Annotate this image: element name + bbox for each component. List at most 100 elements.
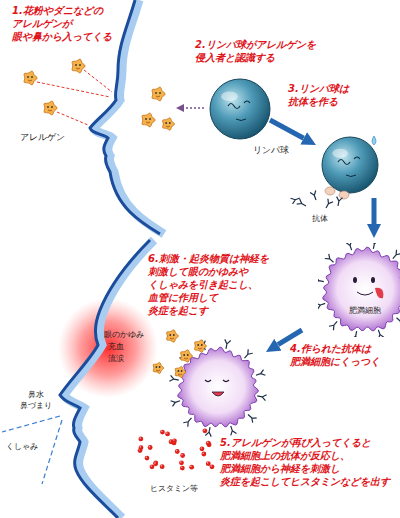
mast-cell-node: 肥満細胞 <box>298 243 400 337</box>
histamine <box>145 456 150 461</box>
text-line: 炎症を起こす <box>148 304 269 317</box>
histamine <box>189 465 194 470</box>
symptom-label: 眼のかゆみ <box>104 330 144 340</box>
symptom-label: 充血 <box>108 342 124 352</box>
text-line: 鼻づまり <box>20 401 52 411</box>
allergen <box>152 87 165 101</box>
part-label: ヒスタミン等 <box>150 484 198 494</box>
antibody <box>242 349 252 360</box>
allergen <box>142 113 155 127</box>
lymphocyte <box>322 137 378 193</box>
cell-label: 肥満細胞 <box>298 243 400 316</box>
histamine <box>169 439 174 444</box>
cell-shape <box>207 76 273 142</box>
symptom-label: 流涙 <box>108 354 124 364</box>
text-line: 血管に作用して <box>148 291 269 304</box>
allergen-path <box>57 112 88 125</box>
mast-cell <box>169 339 266 436</box>
text-line: 鼻水 <box>28 390 44 400</box>
lymphocyte <box>210 79 270 139</box>
allergen <box>24 71 37 85</box>
antibody <box>297 199 308 209</box>
lymphocyte-node: リンパ球 <box>207 76 289 158</box>
text-line: リンパ球 <box>207 145 289 156</box>
antibody <box>318 301 326 310</box>
histamine <box>160 430 165 435</box>
face-profile <box>60 240 150 518</box>
antibody <box>370 243 378 249</box>
text-line: 6.刺激・起炎物質は神経を <box>148 252 269 265</box>
text-line: 肥満細胞上の抗体が反応し、 <box>220 449 390 462</box>
histamine <box>180 466 185 471</box>
text-line: 2.リンパ球がアレルゲンを <box>195 38 316 51</box>
allergen <box>175 366 186 377</box>
text-line: 4.作られた抗体は <box>290 342 380 355</box>
text-line: 抗体 <box>312 214 328 224</box>
histamine <box>153 460 158 465</box>
histamine <box>203 428 208 433</box>
text-line: 1.花粉やダニなどの <box>12 4 112 17</box>
antibody <box>310 191 319 202</box>
cell-shape <box>318 243 400 337</box>
sweat-drop <box>372 136 376 145</box>
symptom-label: 鼻水 <box>28 390 44 400</box>
text-line: 侵入者と認識する <box>195 51 316 64</box>
histamine <box>138 436 143 441</box>
text-line: 肥満細胞から神経を刺激し <box>220 462 390 475</box>
antibody <box>394 316 400 326</box>
text-line: くしゃみを引き起こし、 <box>148 278 269 291</box>
antibody <box>352 331 360 337</box>
text-line: 3.リンパ球は <box>288 82 349 95</box>
text-line: ヒスタミン等 <box>150 484 198 494</box>
allergen <box>167 330 179 342</box>
step-text: 6.刺激・起炎物質は神経を 刺激して眼のかゆみや くしゃみを引き起こし、 血管に… <box>148 252 269 317</box>
symptom-label: 鼻づまり <box>20 401 52 411</box>
part-label: 抗体 <box>312 214 328 224</box>
recognition-arrow <box>184 107 204 109</box>
antibody <box>246 412 257 422</box>
antibody <box>323 199 333 210</box>
text-line: 眼のかゆみ <box>104 330 144 340</box>
allergen <box>153 362 164 373</box>
sneeze-line <box>42 420 62 484</box>
text-line: 充血 <box>108 342 124 352</box>
step-text: 5.アレルゲンが再び入ってくると 肥満細胞上の抗体が反応し、 肥満細胞から神経を… <box>220 436 390 488</box>
antibody <box>183 416 193 427</box>
histamine <box>179 460 184 465</box>
antibody <box>318 277 324 285</box>
antibody <box>255 370 265 379</box>
process-arrow <box>372 198 377 224</box>
allergen-path <box>37 82 110 97</box>
histamine <box>206 441 211 446</box>
allergen-path <box>84 70 112 92</box>
allergen <box>44 101 57 115</box>
allergen <box>181 350 193 362</box>
antibody <box>329 319 339 330</box>
antibody <box>376 329 385 337</box>
antibody <box>171 398 181 407</box>
process-arrow <box>270 120 304 138</box>
antibody <box>228 425 237 435</box>
histamine <box>160 464 165 469</box>
histamine <box>180 453 185 458</box>
antibody <box>335 197 342 207</box>
histamine <box>175 449 180 454</box>
text-line: 刺激して眼のかゆみや <box>148 265 269 278</box>
antibody <box>391 250 400 261</box>
histamine <box>201 452 206 457</box>
cell-label: リンパ球 <box>207 76 289 156</box>
text-line: 肥満細胞 <box>298 306 400 316</box>
antibody <box>346 243 355 251</box>
text-line: 5.アレルゲンが再び入ってくると <box>220 436 390 449</box>
text-line: 肥満細胞にくっつく <box>290 355 380 368</box>
symptom-label: くしゃみ <box>6 442 38 452</box>
antibody <box>291 195 302 204</box>
antibody <box>169 375 179 383</box>
sneeze-line <box>2 416 60 432</box>
step-text: 2.リンパ球がアレルゲンを 侵入者と認識する <box>195 38 316 64</box>
antibody <box>325 254 336 264</box>
histamine <box>139 445 144 450</box>
step-text: 4.作られた抗体は 肥満細胞にくっつく <box>290 342 380 368</box>
step-text: 1.花粉やダニなどの アレルゲンが 眼や鼻から入ってくる <box>12 4 112 43</box>
histamine <box>148 445 153 450</box>
